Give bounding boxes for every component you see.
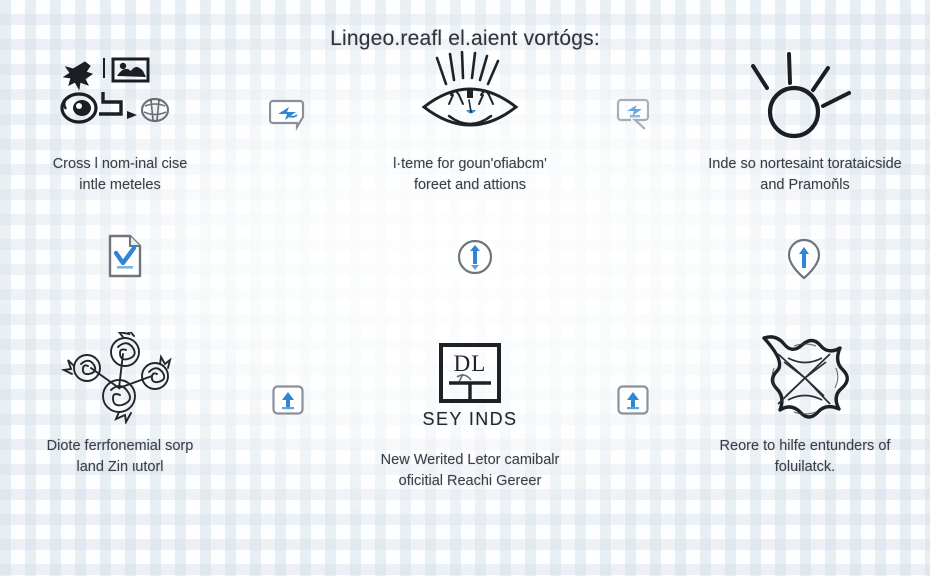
badge-3[interactable]: [782, 237, 826, 283]
blue-arrow-box-icon: [272, 385, 304, 415]
blue-arrow-box-icon: [617, 385, 649, 415]
cell-6-caption-line1: Reore to hilfe entunders of: [719, 438, 891, 454]
grid-cell-5: DL SEY INDS New Werited Letor camibalr o…: [335, 330, 605, 492]
cell-6-artwork: [670, 330, 930, 426]
cell-2-caption: l·teme for goun'ofiabcm' foreet and atti…: [335, 154, 605, 196]
cell-2-caption-line1: l·teme for goun'ofiabcm': [393, 156, 547, 172]
blue-arrow-tag-icon: [269, 99, 305, 131]
connector-2[interactable]: [615, 93, 655, 133]
cell-5-caption: New Werited Letor camibalr oficitial Rea…: [335, 450, 605, 492]
sun-rays-icon: [751, 52, 851, 139]
page-title: Lingeo.reafl el.aient vortógs:: [330, 27, 600, 50]
radiant-eye-icon: [421, 50, 519, 127]
cell-4-caption-line1: Diote ferrfonemial sorp: [46, 438, 194, 454]
dl-square-mark-icon: DL: [439, 342, 501, 403]
map-pin-up-arrow-icon: [787, 238, 821, 280]
grid-cell-1: Cross l nom-inal cise intle meteles: [0, 48, 255, 196]
blue-arrow-tag-faded-icon: [616, 98, 650, 130]
cell-5-caption-line2: oficitial Reachi Gereer: [398, 473, 542, 489]
abstract-glyph-cluster-icon: [60, 57, 170, 124]
cell-5-artwork: DL SEY INDS: [335, 330, 605, 440]
cell-3-caption-line2: and Pramoňls: [760, 177, 850, 193]
connector-1[interactable]: [268, 94, 308, 134]
cell-4-caption: Diote ferrfonemial sorp land Zin ιutorl: [0, 436, 255, 478]
mark-label: SEY INDS: [422, 408, 518, 429]
connector-3[interactable]: [268, 380, 308, 420]
grid-cell-3: Inde so nortesaint torataicside and Pram…: [670, 48, 930, 196]
dl-initials: DL: [454, 351, 487, 376]
cell-6-caption: Reore to hilfe entunders of foluilatck.: [670, 436, 930, 478]
molecule-rosette-icon: [60, 332, 172, 424]
grid-cell-2: l·teme for goun'ofiabcm' foreet and atti…: [335, 48, 605, 196]
document-check-icon: [108, 234, 142, 278]
cell-1-caption: Cross l nom-inal cise intle meteles: [0, 154, 255, 196]
cell-2-caption-line2: foreet and attions: [413, 177, 527, 193]
cell-6-caption-line2: foluilatck.: [774, 459, 836, 475]
cell-4-artwork: [0, 330, 255, 426]
grid-cell-6: Reore to hilfe entunders of foluilatck.: [670, 330, 930, 478]
cell-2-artwork: [335, 48, 605, 144]
cell-4-caption-line2: land Zin ιutorl: [76, 459, 164, 475]
cell-5-caption-line1: New Werited Letor camibalr: [380, 452, 560, 468]
cell-3-caption: Inde so nortesaint torataicside and Pram…: [670, 154, 930, 196]
cell-1-caption-line2: intle meteles: [79, 177, 161, 193]
connector-4[interactable]: [613, 380, 653, 420]
cell-1-artwork: [0, 48, 255, 144]
cell-1-caption-line1: Cross l nom-inal cise: [52, 156, 188, 172]
badge-2[interactable]: [453, 235, 497, 281]
cell-3-caption-line1: Inde so nortesaint torataicside: [708, 156, 902, 172]
grid-cell-4: Diote ferrfonemial sorp land Zin ιutorl: [0, 330, 255, 478]
cell-3-artwork: [670, 48, 930, 144]
circle-updown-arrow-icon: [457, 239, 493, 275]
star-cushion-burst-icon: [762, 335, 849, 419]
badge-1[interactable]: [103, 233, 147, 279]
